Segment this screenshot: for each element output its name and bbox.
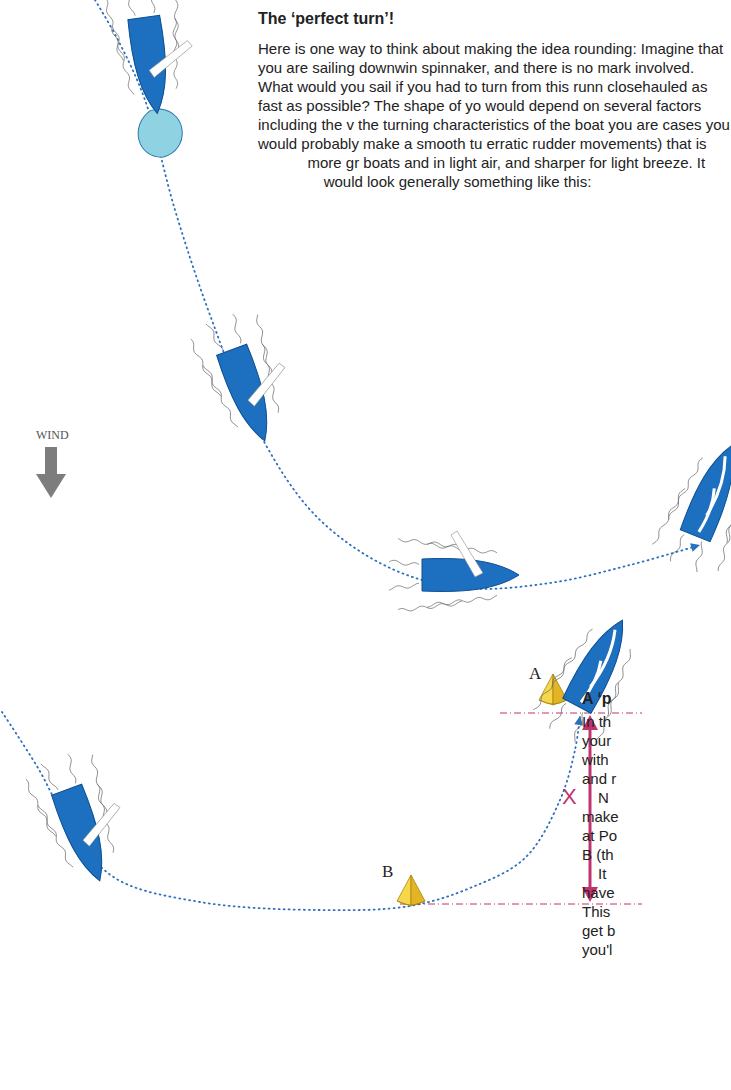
- body-text: N make at Po B (th: [582, 788, 628, 864]
- heading: A ‘p: [582, 690, 612, 708]
- sailboat: [187, 304, 307, 453]
- mark-buoy: [397, 875, 425, 906]
- body-text: Here is one way to think about making th…: [250, 39, 731, 279]
- sailboat: [22, 744, 142, 893]
- sailboat: [389, 531, 519, 611]
- wind-label: WIND: [36, 428, 69, 443]
- sailboat: [104, 0, 207, 162]
- wind-arrow: [36, 447, 66, 498]
- mark-buoy: [539, 674, 567, 705]
- dimension-label: X: [562, 784, 577, 810]
- sailboat: [649, 432, 731, 580]
- course-line: [2, 712, 580, 910]
- body-text: It have This get b you'l: [582, 864, 628, 959]
- mark-label: B: [382, 862, 393, 882]
- mark-label: A: [529, 664, 541, 684]
- reference-line: [500, 713, 642, 714]
- course-arrowhead: [690, 541, 701, 552]
- body-text: Here is one way to think about making th…: [258, 40, 730, 190]
- body-text: In th your with and r: [582, 712, 628, 788]
- title: The ‘perfect turn’!: [258, 10, 394, 28]
